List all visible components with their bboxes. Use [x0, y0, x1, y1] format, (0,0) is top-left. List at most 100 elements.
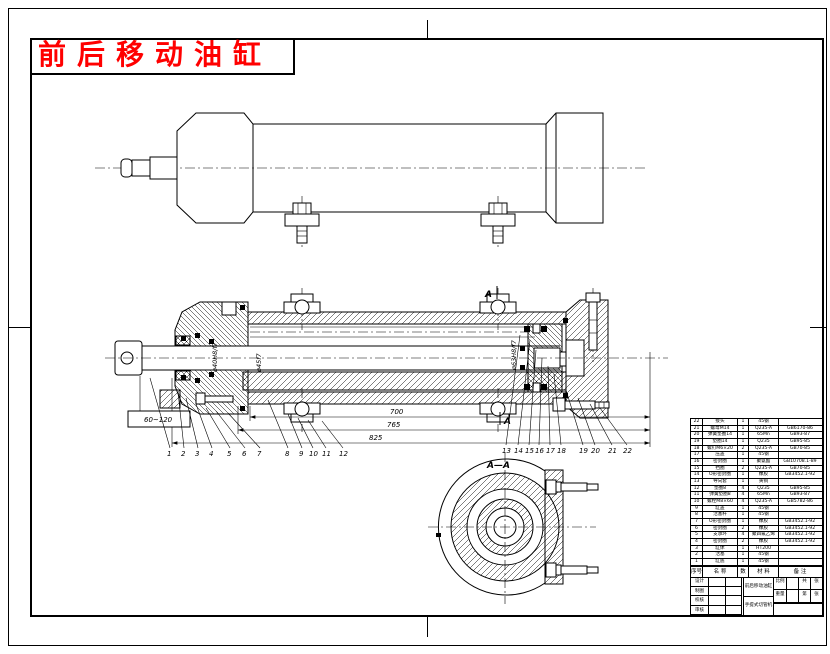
stroke-dim-box: [127, 410, 191, 428]
callout-14: 14: [514, 447, 523, 455]
tb-left-cell: 设计: [691, 577, 709, 587]
bom-cell-name: 垫圈8: [703, 485, 738, 492]
bom-cell-name: 挡圈: [703, 465, 738, 472]
bom-cell-note: GB3452.1-92: [784, 525, 816, 531]
bom-cell-note: [779, 512, 821, 518]
bom-cell-no: 15: [691, 465, 703, 472]
bom-cell-material: 橡胶: [749, 525, 779, 532]
aa-outer-profile: [437, 458, 546, 596]
centering-mark-bottom: [427, 617, 428, 637]
bom-cell-qty: 1: [738, 425, 749, 432]
tb-left-cell: [709, 577, 726, 587]
tb-left-grid: 设计制图校核审核: [691, 577, 744, 616]
bom-cell-name: 压盖: [703, 452, 738, 459]
bom-cell-name: 密封圈: [703, 539, 738, 545]
bom-cell-no: 22: [691, 419, 703, 425]
bom-cell-no: 11: [691, 492, 703, 499]
bom-cell-qty: 1: [738, 432, 749, 439]
bom-cell-no: 14: [691, 472, 703, 479]
bom-cell-name: 垫圈14: [703, 439, 738, 445]
seal-rings: [181, 305, 568, 411]
bom-cell-qty: 4: [738, 532, 749, 539]
bom-cell-qty: 4: [738, 499, 749, 505]
bom-cell-no: 8: [691, 512, 703, 519]
bom-cell-qty: 1: [738, 559, 749, 565]
bom-cell-material: 45钢: [749, 419, 779, 425]
tb-right-grid: 比例共张重量第张: [774, 577, 823, 603]
bom-cell-name: O形密封圈: [703, 472, 738, 479]
view-section-aa: A—A: [428, 452, 599, 604]
bom-cell-material: Q235-A: [749, 465, 779, 472]
callout-19: 19: [579, 447, 588, 455]
gland-screw-head: [195, 392, 206, 405]
bom-cell-qty: 1: [738, 479, 749, 485]
bom-cell-name: 弹簧垫圈14: [703, 432, 738, 439]
bom-cell-note: GB95-85: [789, 485, 811, 491]
bom-cell-name: 缸底: [703, 559, 738, 565]
bom-cell-name: O形密封圈: [703, 519, 738, 525]
rod-step: [131, 159, 151, 177]
bom-cell-name: 弹簧垫圈8: [703, 492, 738, 499]
callout-21: 21: [608, 447, 617, 455]
bom-cell-name: 螺母M14: [703, 425, 738, 432]
callout-11: 11: [322, 450, 331, 458]
bom-cell-qty: 1: [738, 459, 749, 465]
drawing-main-title: 前后移动油缸: [38, 40, 273, 71]
piston-groove-bottom: [532, 382, 541, 393]
tb-left-cell: [726, 586, 742, 596]
bom-cell-note: [779, 479, 821, 485]
bom-cell-name: 支承环: [703, 532, 738, 539]
aa-bolt-top: [545, 479, 599, 495]
callout-7: 7: [257, 450, 262, 458]
bom-cell-note: GB93-87: [789, 432, 811, 438]
tb-drawing-name: 前后移动油缸: [744, 577, 773, 597]
bom-cell-name: 活塞: [703, 552, 738, 559]
tb-left-cell: [726, 605, 742, 615]
bom-cell-no: 9: [691, 505, 703, 512]
view-outline: [95, 112, 648, 250]
callout-17: 17: [546, 447, 555, 455]
head-groove: [221, 301, 237, 316]
tb-left-cell: [726, 596, 742, 606]
bom-cell-name: 接头: [703, 419, 738, 425]
bom-cell-no: 4: [691, 539, 703, 545]
gland-cover: [159, 389, 181, 409]
bom-cell-qty: 2: [738, 445, 749, 452]
tb-right-cell: 张: [811, 577, 823, 590]
bom-cell-name: 螺栓M8×60: [703, 499, 738, 505]
bom-cell-no: 21: [691, 425, 703, 432]
bom-cell-name: 缸体: [703, 545, 738, 552]
bom-cell-material: Q235: [749, 439, 779, 445]
bom-cell-no: 19: [691, 439, 703, 445]
port-fitting-1: [284, 196, 320, 250]
bom-cell-qty: 1: [738, 519, 749, 525]
bom-cell-note: [779, 419, 821, 425]
bom-cell-qty: 2: [738, 525, 749, 532]
tb-left-cell: [709, 586, 726, 596]
end-cap-outline: [545, 112, 604, 224]
gland-screw-shank: [204, 395, 234, 403]
tb-right-cell: [787, 590, 799, 603]
bom-cell-material: 45钢: [749, 505, 779, 512]
bom-cell-material: Q235: [749, 485, 779, 492]
tb-right-cell: 第: [799, 590, 811, 603]
tb-middle: 前后移动油缸 手提式切管机: [744, 577, 774, 616]
title-box-line-vertical: [293, 38, 295, 74]
section-aa-label: A—A: [486, 461, 510, 471]
bom-header: 序号 名 称 数量 材 料 备 注: [690, 565, 824, 578]
bom-cell-no: 7: [691, 519, 703, 525]
view-section: A A: [105, 286, 668, 432]
cut-letter-top: A: [484, 290, 492, 300]
tb-left-cell: [709, 596, 726, 606]
